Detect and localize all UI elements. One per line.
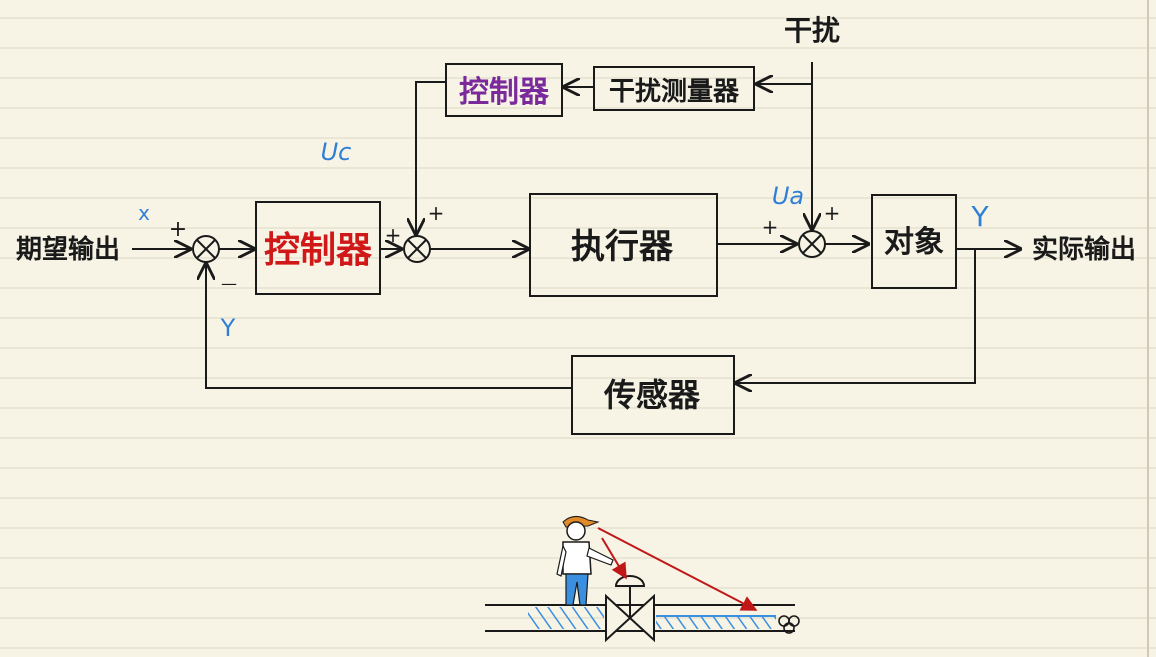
ua-signal-label: Ua [772, 182, 804, 210]
actuator-label: 执行器 [571, 227, 674, 267]
disturbance-label: 干扰 [784, 14, 840, 47]
controller-ff-label: 控制器 [459, 75, 550, 110]
plant-label: 对象 [884, 225, 944, 260]
ff-controller-to-sum2 [416, 81, 446, 234]
operator-figure-icon [556, 516, 614, 606]
plus-sign-sum2-left: + [385, 223, 402, 247]
actual-output-label: 实际输出 [1032, 234, 1136, 265]
y-output-label: Y [970, 200, 989, 233]
observation-arrows [597, 527, 758, 611]
sensor-block [571, 355, 735, 435]
valve-icon [605, 575, 655, 643]
uc-signal-label: Uc [321, 138, 352, 166]
feedback-path-left [206, 264, 572, 389]
desired-output-label: 期望输出 [16, 234, 120, 265]
sum-junction-3 [798, 230, 826, 258]
disturbance-meter-block [593, 66, 755, 111]
plus-sign-sum1: + [169, 217, 187, 242]
minus-sign-sum1: — [221, 274, 237, 293]
controller-ff-block [445, 63, 563, 117]
controller-main-label: 控制器 [264, 230, 373, 271]
flow-meter-icon [778, 615, 800, 634]
x-signal-label: x [138, 201, 150, 225]
sensor-label: 传感器 [603, 376, 701, 414]
plus-sign-sum2-top: + [428, 201, 445, 225]
plus-sign-sum3-top: + [824, 201, 841, 225]
disturbance-meter-label: 干扰测量器 [609, 77, 740, 107]
plus-sign-sum3-left: + [762, 215, 779, 239]
y-feedback-label: Y [220, 314, 236, 342]
pipe-illustration [485, 604, 795, 632]
feedback-path-right [736, 249, 976, 383]
plant-block [871, 194, 957, 289]
